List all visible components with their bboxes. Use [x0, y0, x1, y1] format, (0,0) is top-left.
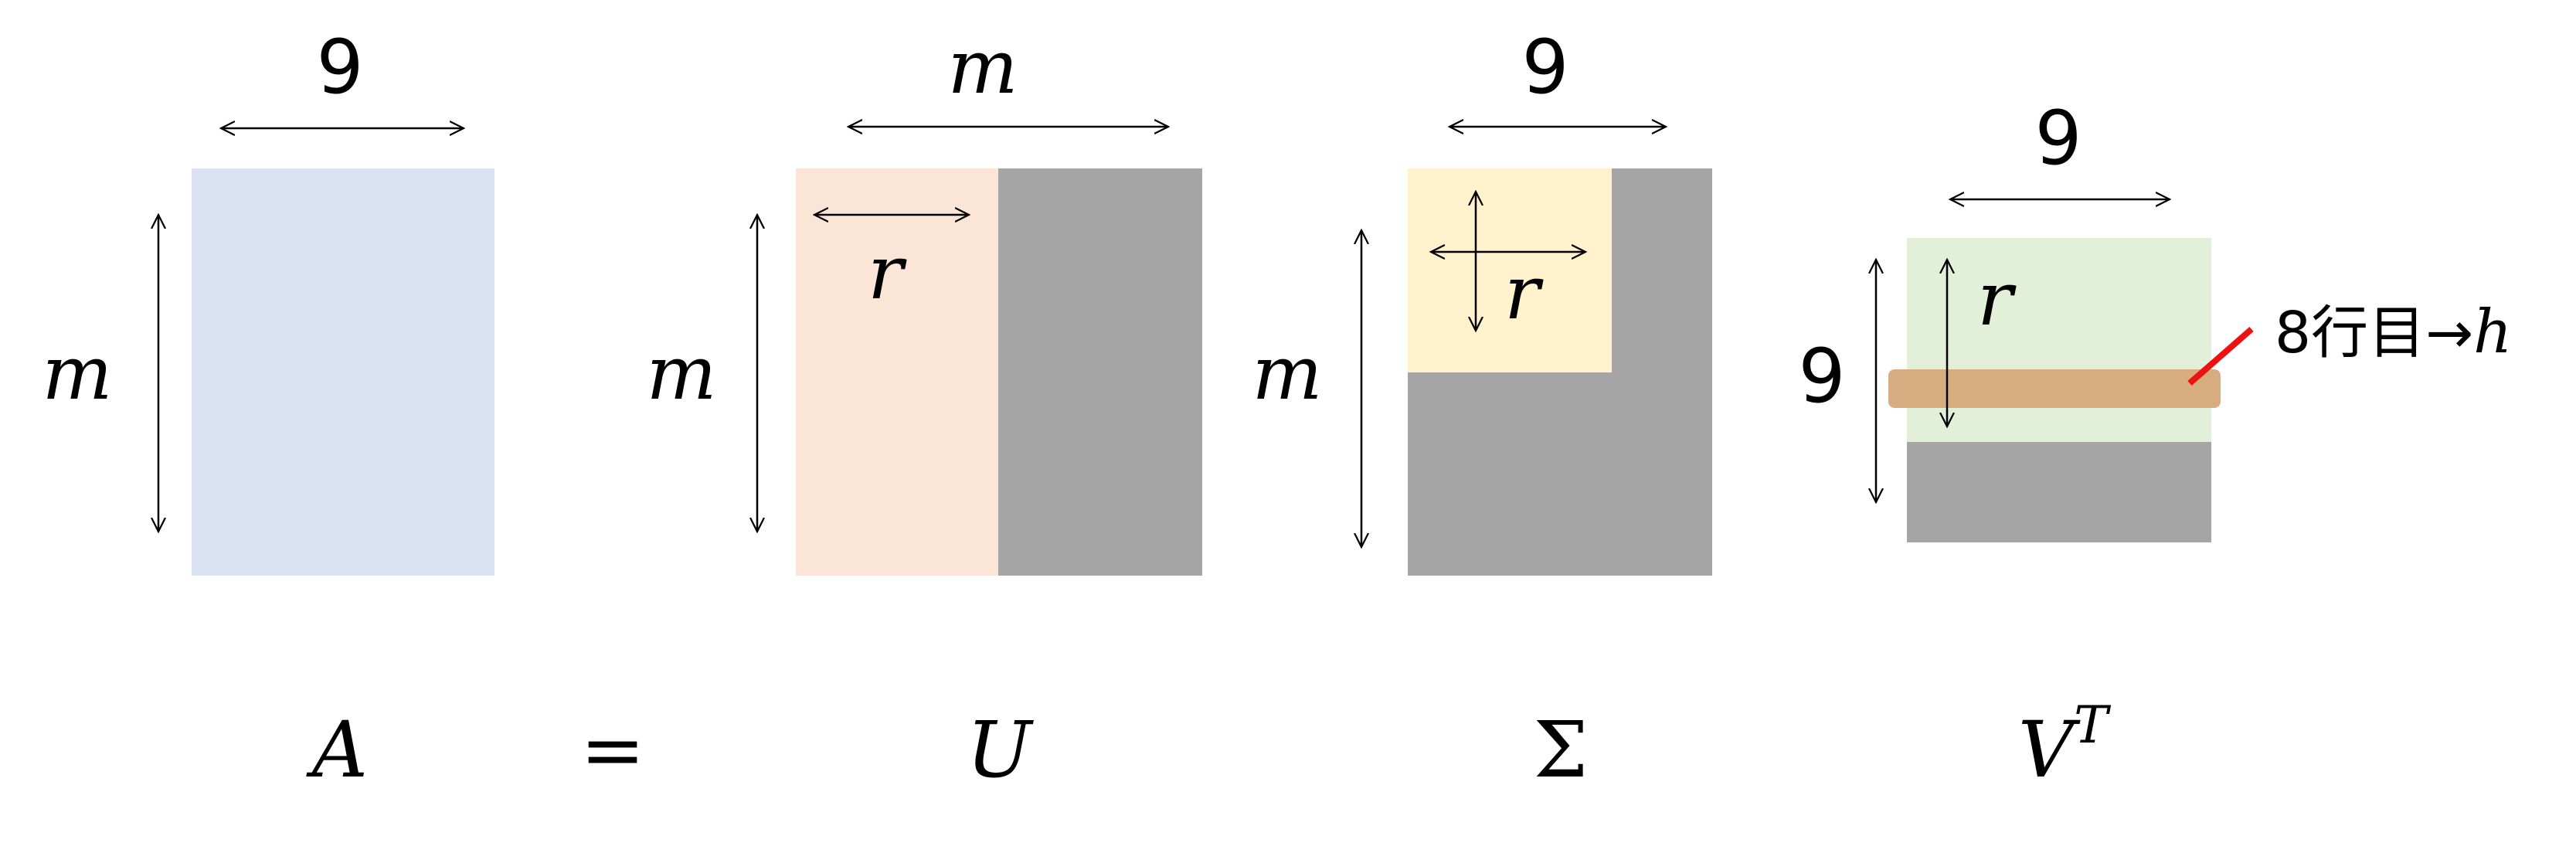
- matrix-a-height-label: m: [42, 330, 112, 416]
- matrix-sigma-symbol: Σ: [1534, 705, 1589, 795]
- matrix-a-width-label: 9: [316, 24, 363, 110]
- callout-label: 8行目→h: [2275, 297, 2512, 367]
- matrix-u-symbol: U: [967, 705, 1035, 795]
- equals-sign: =: [580, 705, 645, 795]
- matrix-sigma-rank-label: r: [1504, 250, 1544, 336]
- matrix-sigma-rank-block: [1408, 168, 1612, 372]
- matrix-u-rank-block: [796, 168, 998, 576]
- matrix-sigma-width-label: 9: [1521, 24, 1568, 110]
- matrix-u-width-label: m: [947, 24, 1018, 110]
- matrix-vt-rank-block: [1907, 238, 2211, 442]
- matrix-a: 9 m A: [42, 24, 494, 795]
- matrix-sigma-height-label: m: [1252, 330, 1322, 416]
- matrix-vt-row-highlight: [1888, 369, 2221, 408]
- matrix-a-symbol: A: [306, 705, 368, 795]
- callout-variable: h: [2473, 297, 2512, 367]
- matrix-vt-height-label: 9: [1798, 333, 1845, 420]
- callout-pointer-line: [2187, 326, 2254, 386]
- matrix-u-height-label: m: [646, 330, 716, 416]
- matrix-vt-symbol-superscript: T: [2074, 695, 2112, 755]
- matrix-u: m m r U: [646, 24, 1202, 795]
- matrix-u-zero-block: [998, 168, 1202, 576]
- matrix-vt: 9 9 r VT 8行目→h: [1798, 95, 2512, 795]
- matrix-u-rank-label: r: [868, 229, 907, 316]
- matrix-vt-symbol: VT: [2018, 695, 2112, 795]
- matrix-vt-zero-block: [1907, 442, 2211, 542]
- matrix-vt-symbol-base: V: [2018, 705, 2081, 795]
- matrix-a-block: [192, 168, 494, 576]
- callout-prefix: 8行目→: [2275, 300, 2473, 366]
- matrix-sigma: 9 m r Σ: [1252, 24, 1712, 795]
- matrix-vt-width-label: 9: [2034, 95, 2082, 182]
- matrix-vt-rank-label: r: [1977, 256, 2017, 342]
